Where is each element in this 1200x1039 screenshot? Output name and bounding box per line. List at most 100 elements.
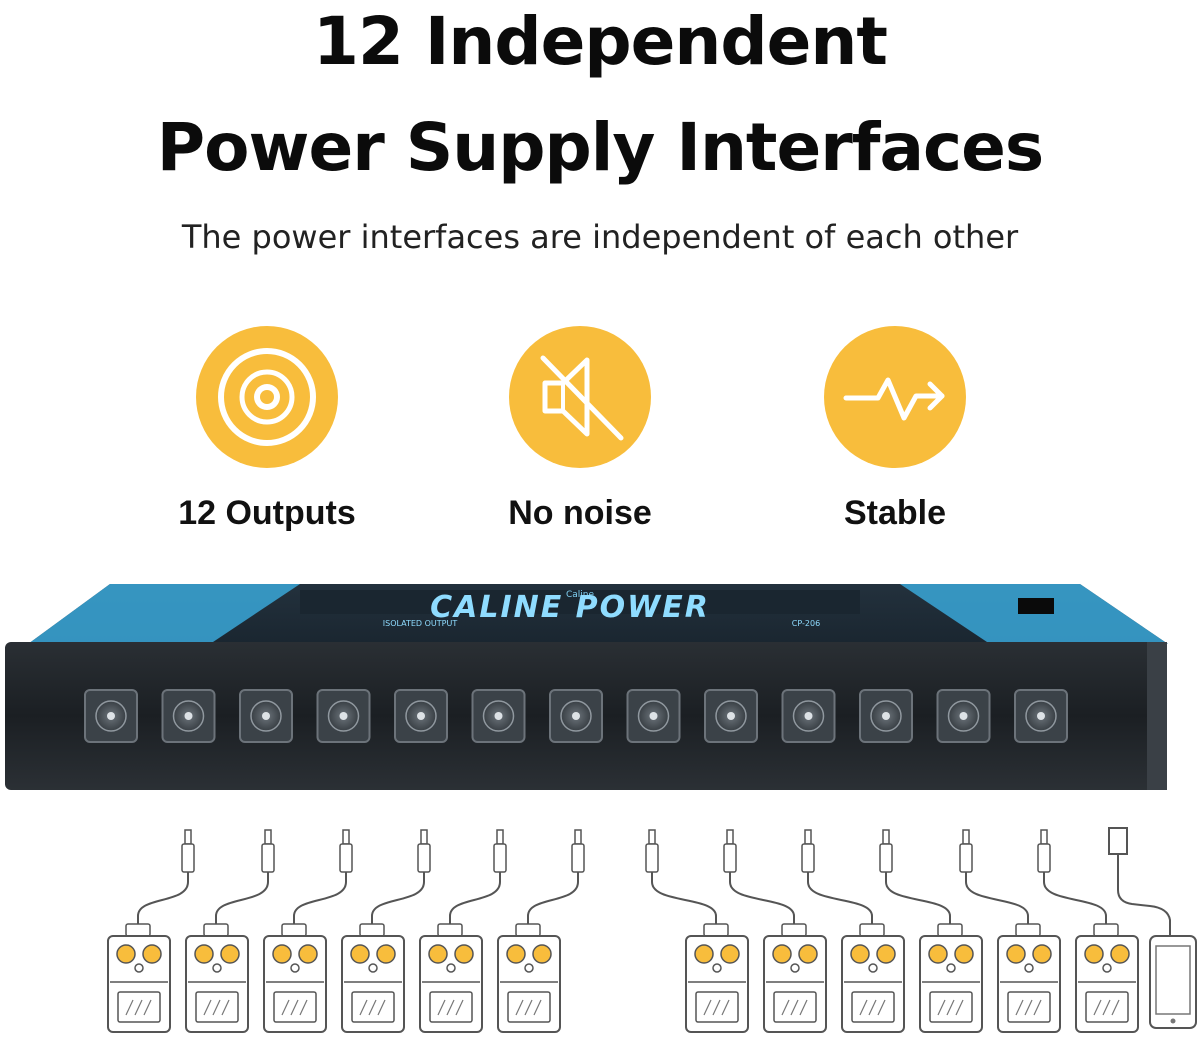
pedal-knob bbox=[532, 944, 552, 964]
dc-plug-body bbox=[723, 843, 737, 873]
dc-output-port bbox=[239, 689, 293, 743]
pedal-hatch bbox=[859, 999, 868, 1016]
pedal-hatch bbox=[143, 999, 152, 1016]
pedal-led bbox=[290, 963, 300, 973]
pedal-led bbox=[524, 963, 534, 973]
phone-with-usb bbox=[1108, 827, 1197, 1029]
pedal-hatch bbox=[799, 999, 808, 1016]
device-switch bbox=[1018, 598, 1054, 614]
pedal-hatch bbox=[1033, 999, 1042, 1016]
pedal-knob bbox=[1110, 944, 1130, 964]
pedal-knob bbox=[1032, 944, 1052, 964]
pedal-knob bbox=[928, 944, 948, 964]
power-supply-device: Caline CALINE POWER ISOLATED OUTPUT CP-2… bbox=[5, 584, 1168, 790]
pedal-hatch bbox=[290, 999, 299, 1016]
phone-button bbox=[1170, 1018, 1176, 1024]
dc-plug-body bbox=[879, 843, 893, 873]
dc-cable bbox=[965, 872, 1029, 926]
output-socket-icon bbox=[218, 348, 316, 446]
pedal-knob bbox=[850, 944, 870, 964]
headline-line-1: 12 Independent bbox=[313, 3, 888, 80]
guitar-pedal bbox=[801, 829, 905, 1033]
dc-output-port bbox=[704, 689, 758, 743]
dc-plug-body bbox=[339, 843, 353, 873]
pedal-knob bbox=[116, 944, 136, 964]
guitar-pedal bbox=[419, 829, 507, 1033]
dc-plug-tip bbox=[726, 829, 734, 845]
dc-plug-body bbox=[181, 843, 195, 873]
pedal-knob bbox=[272, 944, 292, 964]
dc-plug-tip bbox=[264, 829, 272, 845]
dc-cable bbox=[449, 872, 501, 926]
dc-plug-body bbox=[801, 843, 815, 873]
feature-label: No noise bbox=[508, 494, 652, 532]
pedal-hatch bbox=[134, 999, 143, 1016]
pedal-hatch bbox=[1015, 999, 1024, 1016]
dc-output-port bbox=[781, 689, 836, 743]
guitar-pedal bbox=[263, 829, 353, 1033]
pedal-hatch bbox=[524, 999, 533, 1016]
pedal-hatch bbox=[1093, 999, 1102, 1016]
pedal-knob bbox=[142, 944, 162, 964]
pedal-knob bbox=[876, 944, 896, 964]
guitar-pedal bbox=[645, 829, 749, 1033]
dc-cable bbox=[527, 872, 579, 926]
pedal-connector bbox=[859, 923, 885, 937]
dc-output-port bbox=[316, 689, 371, 743]
pedal-hatch bbox=[1102, 999, 1111, 1016]
feature-outputs: 12 Outputs bbox=[137, 326, 397, 533]
guitar-pedal bbox=[879, 829, 983, 1033]
dc-plug-tip bbox=[342, 829, 350, 845]
mute-speaker-icon bbox=[540, 355, 624, 441]
feature-circle bbox=[509, 326, 651, 468]
pedal-led bbox=[368, 963, 378, 973]
pedal-knob bbox=[1084, 944, 1104, 964]
pedal-connector bbox=[437, 923, 463, 937]
dc-plug-tip bbox=[882, 829, 890, 845]
pedal-knob bbox=[694, 944, 714, 964]
dc-cable bbox=[885, 872, 951, 926]
pedal-led bbox=[946, 963, 956, 973]
dc-plug-body bbox=[959, 843, 973, 873]
pedal-hatch bbox=[125, 999, 134, 1016]
dc-cable bbox=[729, 872, 795, 926]
port-row bbox=[84, 689, 1068, 743]
pedal-knob bbox=[350, 944, 370, 964]
device-brand: Caline bbox=[566, 590, 595, 600]
pedal-knob bbox=[220, 944, 240, 964]
feature-label: 12 Outputs bbox=[178, 494, 356, 532]
pedal-hatch bbox=[377, 999, 386, 1016]
pedal-hatch bbox=[877, 999, 886, 1016]
pedal-hatch bbox=[455, 999, 464, 1016]
pedal-knob bbox=[954, 944, 974, 964]
dc-plug-body bbox=[493, 843, 507, 873]
pedal-hatch bbox=[368, 999, 377, 1016]
pedal-hatch bbox=[299, 999, 308, 1016]
pedal-hatch bbox=[868, 999, 877, 1016]
pedal-hatch bbox=[1024, 999, 1033, 1016]
dc-output-port bbox=[1014, 689, 1068, 743]
feature-stable: Stable bbox=[765, 326, 1025, 533]
pedal-hatch bbox=[281, 999, 290, 1016]
guitar-pedal bbox=[107, 829, 195, 1033]
dc-output-port bbox=[626, 689, 681, 743]
pedal-led bbox=[134, 963, 144, 973]
guitar-pedal bbox=[1037, 829, 1139, 1033]
pedal-knob bbox=[506, 944, 526, 964]
pedal-led bbox=[446, 963, 456, 973]
device-subtitle: ISOLATED OUTPUT bbox=[383, 619, 458, 628]
pedal-knob bbox=[1006, 944, 1026, 964]
dc-output-port bbox=[161, 689, 216, 743]
dc-plug-tip bbox=[420, 829, 428, 845]
dc-output-port bbox=[394, 689, 448, 743]
pedal-hatch bbox=[221, 999, 230, 1016]
guitar-pedal bbox=[723, 829, 827, 1033]
dc-plug-body bbox=[261, 843, 275, 873]
pedal-hatch bbox=[703, 999, 712, 1016]
device-side-edge bbox=[1147, 642, 1167, 790]
dc-cable bbox=[1043, 872, 1107, 926]
pedal-connector bbox=[359, 923, 385, 937]
pedal-hatch bbox=[946, 999, 955, 1016]
device-title-plate bbox=[300, 590, 860, 614]
pedal-led bbox=[1024, 963, 1034, 973]
